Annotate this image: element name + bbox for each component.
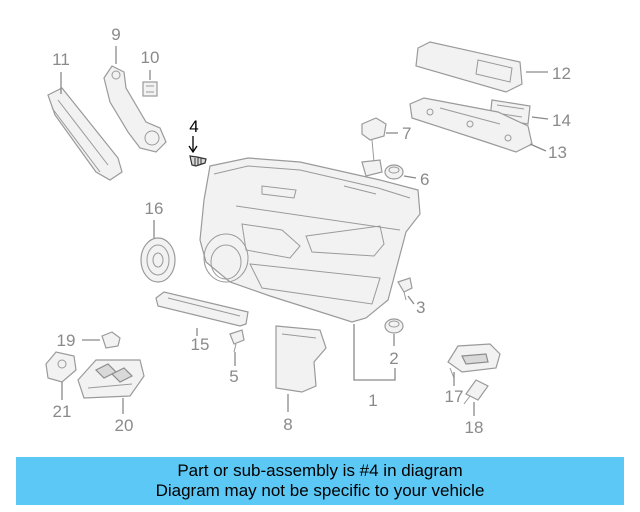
part-6-clip[interactable] bbox=[384, 164, 404, 180]
callout-17: 17 bbox=[445, 387, 464, 406]
leader-lines bbox=[60, 46, 549, 416]
part-19-switch[interactable] bbox=[101, 331, 121, 349]
part-16-speaker[interactable] bbox=[140, 237, 176, 283]
part-18-bulb[interactable] bbox=[463, 379, 489, 405]
part-17-switch-assembly[interactable] bbox=[447, 343, 501, 379]
callout-10: 10 bbox=[141, 48, 160, 67]
part-4-screw[interactable] bbox=[189, 155, 207, 167]
callout-8: 8 bbox=[283, 415, 292, 434]
callout-12: 12 bbox=[552, 64, 571, 83]
part-11-pull-handle[interactable] bbox=[47, 87, 123, 181]
callout-labels: 11 9 10 4 12 14 13 7 6 16 3 2 1 15 5 8 1… bbox=[52, 25, 571, 437]
part-20-window-switch[interactable] bbox=[77, 359, 145, 399]
part-10-clip[interactable] bbox=[142, 81, 158, 97]
callout-21: 21 bbox=[53, 402, 72, 421]
callout-15: 15 bbox=[191, 335, 210, 354]
callout-18: 18 bbox=[465, 418, 484, 437]
part-8-water-shield[interactable] bbox=[275, 325, 327, 393]
callout-7: 7 bbox=[402, 124, 411, 143]
callout-3: 3 bbox=[416, 298, 425, 317]
callout-13: 13 bbox=[548, 143, 567, 162]
callout-16: 16 bbox=[145, 199, 164, 218]
callout-9: 9 bbox=[111, 25, 120, 44]
part-21-switch-housing[interactable] bbox=[45, 351, 77, 383]
part-15-trim-strip[interactable] bbox=[155, 291, 249, 327]
callout-1: 1 bbox=[368, 391, 377, 410]
parts-diagram: 11 9 10 4 12 14 13 7 6 16 3 2 1 15 5 8 1… bbox=[45, 25, 571, 437]
callout-2: 2 bbox=[389, 349, 398, 368]
part-3-clip[interactable] bbox=[397, 277, 413, 301]
callout-20: 20 bbox=[115, 416, 134, 435]
callout-19: 19 bbox=[57, 331, 76, 350]
callout-6: 6 bbox=[420, 170, 429, 189]
part-2-cap[interactable] bbox=[384, 318, 404, 334]
info-banner: Part or sub-assembly is #4 in diagram Di… bbox=[16, 457, 624, 505]
callout-11: 11 bbox=[52, 50, 70, 69]
part-7-lock-knob[interactable] bbox=[361, 117, 387, 177]
part-5-pin[interactable] bbox=[229, 329, 245, 353]
part-9-handle-bracket[interactable] bbox=[103, 65, 167, 153]
part-13-armrest-bracket[interactable] bbox=[409, 97, 533, 153]
door-trim-panel bbox=[199, 157, 421, 323]
callout-5: 5 bbox=[229, 367, 238, 386]
callout-4[interactable]: 4 bbox=[189, 117, 198, 136]
banner-line-1: Part or sub-assembly is #4 in diagram bbox=[177, 461, 463, 480]
callout-14: 14 bbox=[552, 111, 571, 130]
banner-line-2: Diagram may not be specific to your vehi… bbox=[155, 481, 485, 500]
